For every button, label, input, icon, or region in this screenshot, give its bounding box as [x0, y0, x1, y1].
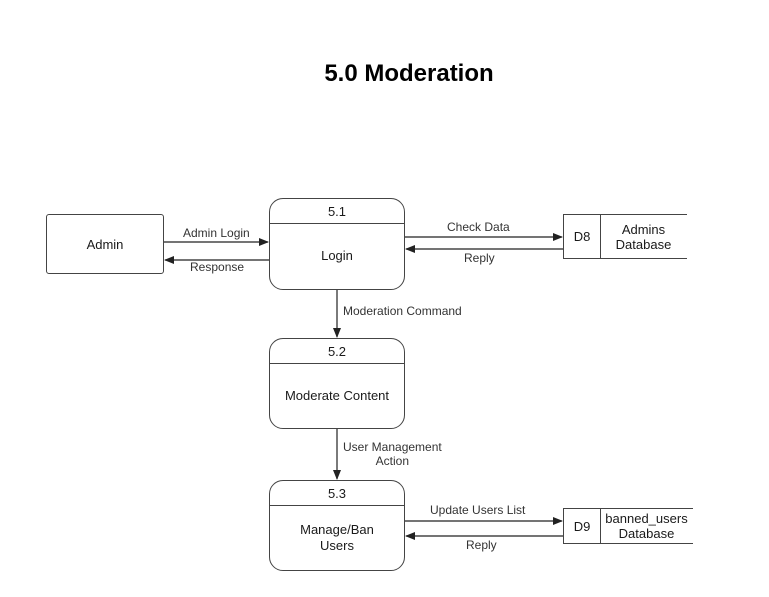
- entity-label: Admin: [86, 236, 124, 252]
- process-id: 5.1: [270, 199, 404, 224]
- process-5-1: 5.1 Login: [269, 198, 405, 290]
- store-id: D9: [564, 509, 601, 543]
- process-name: Login: [321, 248, 353, 263]
- diagram-title: 5.0 Moderation: [324, 60, 494, 87]
- process-name: Manage/Ban Users: [300, 521, 374, 553]
- process-name: Moderate Content: [284, 387, 390, 403]
- store-name: Admins Database: [615, 221, 672, 252]
- flow-label-check-data: Check Data: [447, 220, 510, 234]
- store-id: D8: [564, 215, 601, 258]
- external-entity-admin: Admin: [46, 214, 164, 274]
- data-store-d9: D9 banned_users Database: [563, 508, 693, 544]
- flow-label-moderation-command: Moderation Command: [343, 304, 462, 318]
- flow-label-reply-d9: Reply: [466, 538, 497, 552]
- process-id: 5.3: [270, 481, 404, 506]
- flow-label-update-users-list: Update Users List: [430, 503, 526, 517]
- process-5-2: 5.2 Moderate Content: [269, 338, 405, 429]
- data-store-d8: D8 Admins Database: [563, 214, 687, 259]
- store-name: banned_users Database: [605, 511, 688, 541]
- process-id: 5.2: [270, 339, 404, 364]
- flow-label-user-management-action: User Management Action: [343, 440, 442, 468]
- flow-label-reply-d8: Reply: [464, 251, 495, 265]
- process-5-3: 5.3 Manage/Ban Users: [269, 480, 405, 571]
- flow-label-admin-login: Admin Login: [183, 226, 250, 240]
- flow-label-response: Response: [190, 260, 245, 274]
